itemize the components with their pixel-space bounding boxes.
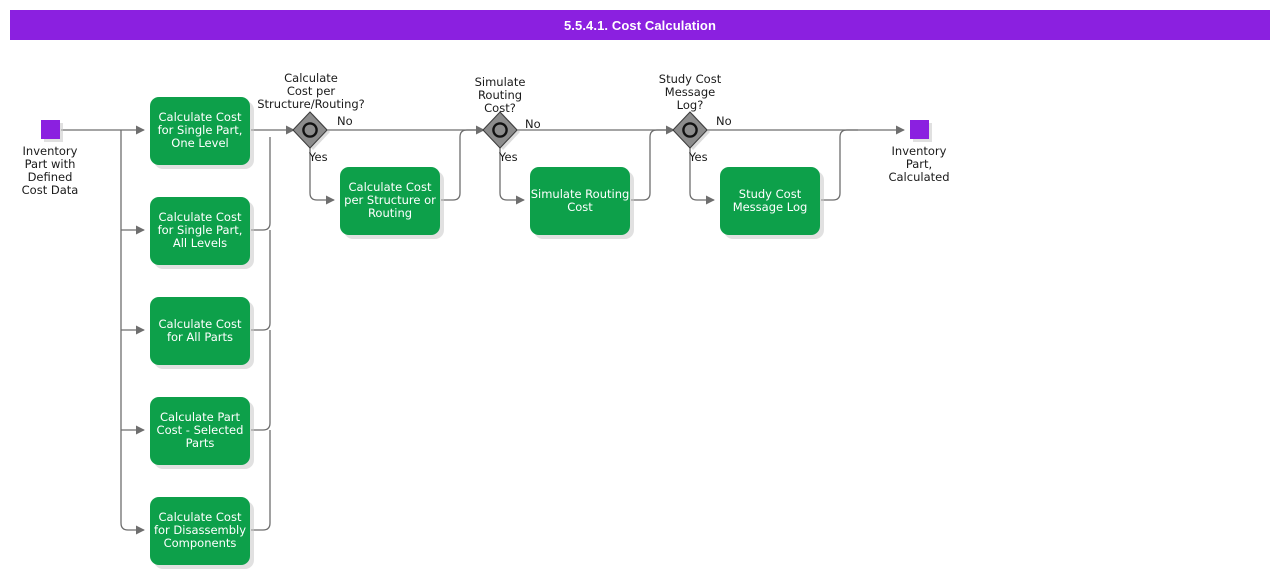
page-title-bar: 5.5.4.1. Cost Calculation <box>10 10 1270 40</box>
gateway-label-line: Simulate <box>475 75 526 89</box>
inclusive-gateway-circle-icon <box>302 122 318 138</box>
task-label-line: for Disassembly <box>154 523 246 537</box>
edge-label-yes: Yes <box>688 150 708 164</box>
page-title: 5.5.4.1. Cost Calculation <box>563 17 717 33</box>
edge-group-stage1 <box>309 125 485 205</box>
start-event-label-line: Defined <box>28 170 73 184</box>
gateway-label-line: Calculate <box>284 71 338 85</box>
gateway-label-line: Routing <box>478 88 522 102</box>
end-event-label-line: Inventory <box>892 144 947 158</box>
gateway-label-line: Study Cost <box>659 72 722 86</box>
task-label-line: Calculate Cost <box>159 110 242 124</box>
start-event-label-line: Cost Data <box>22 183 79 197</box>
edge-group-fanin-gateway1 <box>251 125 295 531</box>
task-label-line: Cost - Selected <box>157 423 244 437</box>
gateway-label-line: Cost? <box>484 101 516 115</box>
end-event-label-line: Part, <box>906 157 932 171</box>
inclusive-gateway-circle-icon <box>682 122 698 138</box>
edge-label-yes: Yes <box>308 150 328 164</box>
gateway-label-line: Cost per <box>287 84 336 98</box>
start-event-label-line: Inventory <box>23 144 78 158</box>
edge-label-no: No <box>525 117 541 131</box>
edge-label-no: No <box>716 114 732 128</box>
edge-group-start-fanout <box>61 125 145 535</box>
edge-group-stage3 <box>689 125 905 205</box>
task-label-line: for Single Part, <box>158 223 243 237</box>
task-label-line: One Level <box>171 136 228 150</box>
edge-group-stage2 <box>499 125 675 205</box>
task-label-line: Calculate Cost <box>349 180 432 194</box>
task-label-line: for All Parts <box>167 330 233 344</box>
inclusive-gateway-circle-icon <box>492 122 508 138</box>
task-label-line: Calculate Cost <box>159 210 242 224</box>
task-label-line: Message Log <box>733 200 808 214</box>
task-label-line: All Levels <box>173 236 227 250</box>
task-label-line: Components <box>164 536 237 550</box>
end-event-label-line: Calculated <box>888 170 949 184</box>
task-label-line: Study Cost <box>739 187 802 201</box>
task-label-line: Calculate Part <box>160 410 241 424</box>
task-label-line: Parts <box>186 436 215 450</box>
task-label-line: Cost <box>567 200 593 214</box>
task-label-line: for Single Part, <box>158 123 243 137</box>
task-label-line: Calculate Cost <box>159 317 242 331</box>
gateway-label-line: Structure/Routing? <box>257 97 365 111</box>
task-label-line: Simulate Routing <box>531 187 630 201</box>
edge-label-no: No <box>337 114 353 128</box>
task-label-line: Routing <box>368 206 412 220</box>
gateway-label-line: Log? <box>677 98 704 112</box>
task-label-line: Calculate Cost <box>159 510 242 524</box>
task-label-line: per Structure or <box>344 193 436 207</box>
start-event-label-line: Part with <box>25 157 76 171</box>
gateway-label-line: Message <box>665 85 715 99</box>
edge-label-yes: Yes <box>498 150 518 164</box>
